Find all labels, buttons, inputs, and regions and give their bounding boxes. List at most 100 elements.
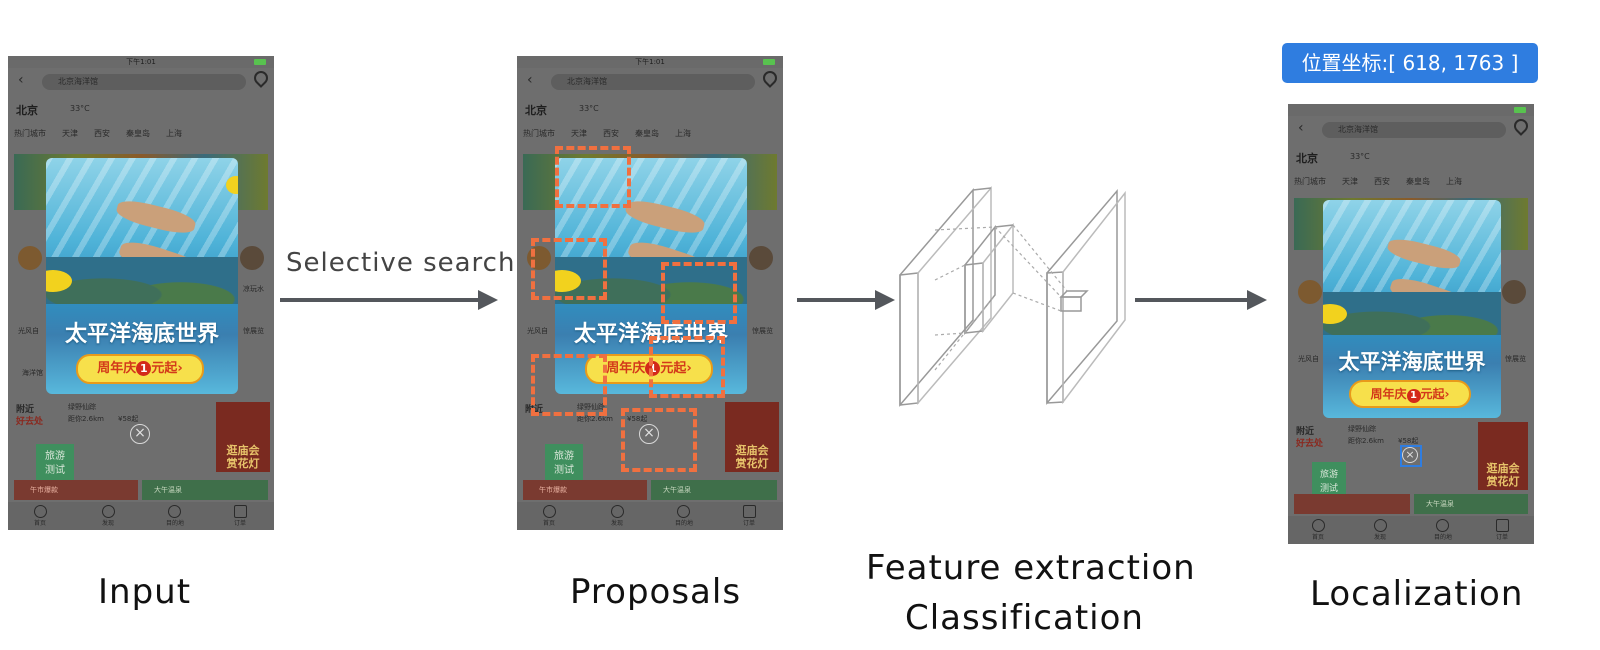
- hot-city[interactable]: 西安: [603, 129, 619, 138]
- tab-destination[interactable]: 目的地: [1434, 534, 1453, 541]
- hot-city[interactable]: 上海: [1446, 177, 1462, 186]
- search-input[interactable]: 北京海洋馆: [1322, 122, 1506, 138]
- temple-fair-tile[interactable]: [725, 402, 779, 472]
- feature-cube: [1060, 296, 1082, 312]
- tab-discover[interactable]: 发现: [102, 520, 115, 527]
- home-icon[interactable]: [34, 505, 47, 518]
- tile-text: 逛庙会: [226, 444, 260, 457]
- category-icon[interactable]: [240, 246, 264, 270]
- promo-text: 周年庆: [1370, 387, 1407, 401]
- hot-city[interactable]: 西安: [94, 129, 110, 138]
- ad-close-icon[interactable]: ×: [639, 424, 659, 444]
- ad-close-icon[interactable]: ×: [130, 424, 150, 444]
- tab-home[interactable]: 首页: [543, 520, 556, 527]
- tab-bar: 首页 发现 目的地 订单: [8, 502, 274, 530]
- hot-city[interactable]: 秦皇岛: [126, 129, 150, 138]
- ad-reef: [46, 257, 238, 305]
- tab-home[interactable]: 首页: [34, 520, 47, 527]
- destination-icon[interactable]: [168, 505, 181, 518]
- hot-cities-row: 热门城市 天津 西安 秦皇岛 上海: [1294, 176, 1528, 188]
- hot-city[interactable]: 秦皇岛: [635, 129, 659, 138]
- tab-home[interactable]: 首页: [1312, 534, 1325, 541]
- order-icon[interactable]: [234, 505, 247, 518]
- map-pin-icon[interactable]: [1511, 116, 1531, 136]
- promo-arrow: ›: [177, 361, 183, 376]
- nearby-place[interactable]: 绿野仙踪: [68, 403, 96, 411]
- afternoon-strip[interactable]: 午市爆款: [14, 480, 138, 500]
- promo-text: 周年庆: [97, 361, 137, 376]
- hot-spring-strip[interactable]: 大午温泉: [651, 480, 777, 500]
- afternoon-strip[interactable]: [1294, 494, 1410, 514]
- temple-fair-tile[interactable]: [1478, 422, 1528, 490]
- temple-fair-text: 逛庙会赏花灯: [727, 444, 777, 470]
- map-pin-icon[interactable]: [760, 68, 780, 88]
- arrow-2-head: [875, 290, 895, 310]
- nearby-place[interactable]: 绿野仙踪: [577, 403, 605, 411]
- promo-number: 1: [136, 361, 152, 376]
- hot-city[interactable]: 上海: [675, 129, 691, 138]
- hot-city[interactable]: 秦皇岛: [1406, 177, 1430, 186]
- hot-spring-strip[interactable]: 大午温泉: [1414, 494, 1528, 514]
- search-input[interactable]: 北京海洋馆: [551, 74, 755, 90]
- category-icon[interactable]: [1502, 280, 1526, 304]
- map-pin-icon[interactable]: [251, 68, 271, 88]
- nearby-place[interactable]: 绿野仙踪: [1348, 425, 1376, 433]
- ad-close-icon[interactable]: ×: [1402, 447, 1418, 463]
- back-icon[interactable]: ‹: [1298, 120, 1304, 136]
- hot-city[interactable]: 天津: [571, 129, 587, 138]
- status-time: 下午1:01: [126, 58, 156, 66]
- tab-order[interactable]: 订单: [1496, 534, 1509, 541]
- category-icon[interactable]: [1298, 280, 1322, 304]
- promo-text: 元起: [1420, 387, 1445, 401]
- city-label[interactable]: 北京: [16, 104, 38, 117]
- tab-discover[interactable]: 发现: [1374, 534, 1387, 541]
- temple-fair-tile[interactable]: [216, 402, 270, 472]
- discover-icon[interactable]: [611, 505, 624, 518]
- hot-city[interactable]: 上海: [166, 129, 182, 138]
- ad-fish: [46, 270, 72, 292]
- strip-text: 大午温泉: [663, 486, 691, 494]
- hot-city: 热门城市: [14, 129, 46, 138]
- hot-city[interactable]: 天津: [62, 129, 78, 138]
- temperature-label: 33°C: [579, 104, 599, 113]
- tab-order[interactable]: 订单: [743, 520, 756, 527]
- caption-localization: Localization: [1310, 574, 1524, 614]
- city-label[interactable]: 北京: [1296, 152, 1318, 165]
- home-icon[interactable]: [1312, 519, 1325, 532]
- hot-city: 热门城市: [1294, 177, 1326, 186]
- hot-city[interactable]: 西安: [1374, 177, 1390, 186]
- back-icon[interactable]: ‹: [527, 72, 533, 88]
- home-icon[interactable]: [543, 505, 556, 518]
- discover-icon[interactable]: [102, 505, 115, 518]
- city-label[interactable]: 北京: [525, 104, 547, 117]
- hot-spring-strip[interactable]: 大午温泉: [142, 480, 268, 500]
- hot-city[interactable]: 天津: [1342, 177, 1358, 186]
- order-icon[interactable]: [1496, 519, 1509, 532]
- category-icon[interactable]: [18, 246, 42, 270]
- tile-text: 测试: [554, 465, 574, 476]
- strip-text: 大午温泉: [1426, 500, 1454, 508]
- destination-icon[interactable]: [677, 505, 690, 518]
- order-icon[interactable]: [743, 505, 756, 518]
- discover-icon[interactable]: [1374, 519, 1387, 532]
- back-icon[interactable]: ‹: [18, 72, 24, 88]
- category-icon[interactable]: [749, 246, 773, 270]
- promo-text: 周年庆: [606, 361, 646, 376]
- tab-order[interactable]: 订单: [234, 520, 247, 527]
- category-label: 惊展览: [1505, 355, 1526, 363]
- search-input[interactable]: 北京海洋馆: [42, 74, 246, 90]
- afternoon-strip[interactable]: 午市爆款: [523, 480, 647, 500]
- status-bar: 下午1:01: [517, 56, 783, 68]
- search-text: 北京海洋馆: [1338, 125, 1378, 134]
- battery-icon: [254, 59, 266, 65]
- category-label: 惊展览: [243, 327, 264, 335]
- tab-discover[interactable]: 发现: [611, 520, 624, 527]
- tab-destination[interactable]: 目的地: [675, 520, 694, 527]
- destination-icon[interactable]: [1436, 519, 1449, 532]
- battery-icon: [763, 59, 775, 65]
- tab-destination[interactable]: 目的地: [166, 520, 185, 527]
